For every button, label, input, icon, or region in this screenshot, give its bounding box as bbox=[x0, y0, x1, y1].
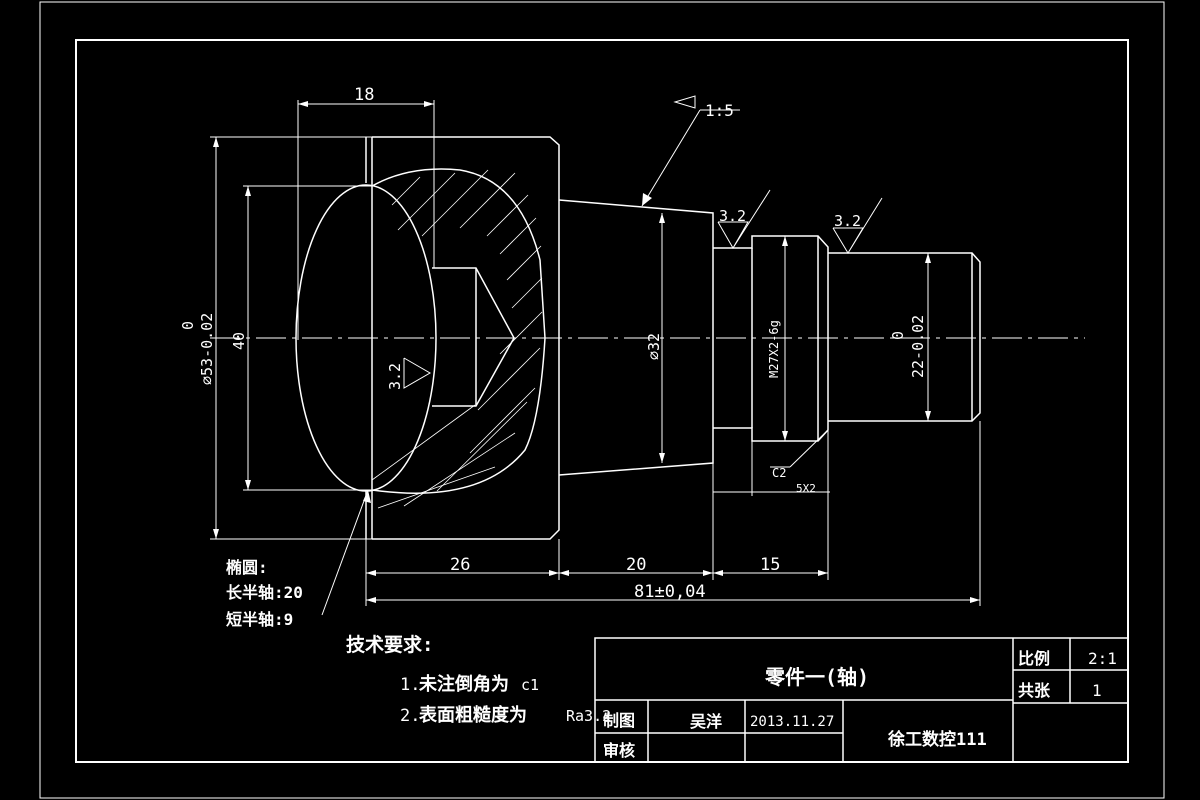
drawn-label: 制图 bbox=[603, 711, 635, 730]
organization: 徐工数控111 bbox=[887, 729, 987, 750]
roughness-value: 3.2 bbox=[834, 212, 861, 230]
drawn-date: 2013.11.27 bbox=[750, 714, 834, 730]
part-name: 零件一(轴) bbox=[764, 665, 869, 689]
part-outline bbox=[295, 136, 981, 540]
tech-req-title: 技术要求: bbox=[346, 633, 433, 656]
tech-req-1-num: 1. bbox=[400, 675, 420, 695]
dim-18: 18 bbox=[354, 85, 374, 105]
tech-req-1-text: 未注倒角为 bbox=[419, 673, 509, 695]
dim-22-upper: 0 bbox=[889, 331, 907, 340]
arrowheads bbox=[213, 101, 980, 603]
hatch-section bbox=[371, 169, 543, 509]
dim-20: 20 bbox=[626, 555, 646, 575]
scale-value: 2:1 bbox=[1088, 649, 1117, 668]
drawn-by: 吴洋 bbox=[690, 712, 722, 731]
roughness-value: 3.2 bbox=[719, 207, 746, 225]
ellipse-note-minor: 短半轴:9 bbox=[226, 610, 293, 629]
dim-taper: 1:5 bbox=[705, 101, 734, 120]
tech-req-2-value: Ra3.2 bbox=[566, 707, 611, 725]
scale-label: 比例 bbox=[1018, 649, 1050, 668]
ellipse-note-title: 椭圆: bbox=[226, 558, 268, 577]
dim-81: 81±0,04 bbox=[634, 582, 706, 602]
inner-border bbox=[75, 39, 1129, 763]
ellipse-note-major: 长半轴:20 bbox=[226, 583, 303, 602]
dim-32: ⌀32 bbox=[645, 333, 663, 360]
ellipse-cavity bbox=[295, 184, 437, 492]
review-label: 审核 bbox=[603, 741, 635, 760]
dim-15: 15 bbox=[760, 555, 780, 575]
title-block bbox=[594, 637, 1129, 763]
dimension-lines bbox=[210, 95, 981, 616]
dim-groove: 5X2 bbox=[796, 482, 816, 495]
tech-req-2-num: 2. bbox=[400, 706, 420, 726]
sheets-label: 共张 bbox=[1018, 681, 1051, 700]
dim-chamfer: C2 bbox=[772, 466, 786, 480]
dim-53-upper: 0 bbox=[179, 321, 197, 330]
outer-border bbox=[39, 1, 1165, 799]
sheets-value: 1 bbox=[1092, 681, 1102, 700]
roughness-value: 3.2 bbox=[386, 363, 404, 390]
tech-req-2-text: 表面粗糙度为 bbox=[419, 704, 527, 726]
dim-22: 22-0.02 bbox=[909, 315, 927, 378]
dim-thread: M27X2-6g bbox=[767, 320, 781, 378]
dim-53: ⌀53-0.02 bbox=[198, 313, 216, 385]
tech-req-1-value: c1 bbox=[521, 676, 539, 694]
dim-26: 26 bbox=[450, 555, 470, 575]
dim-40: 40 bbox=[230, 332, 248, 350]
